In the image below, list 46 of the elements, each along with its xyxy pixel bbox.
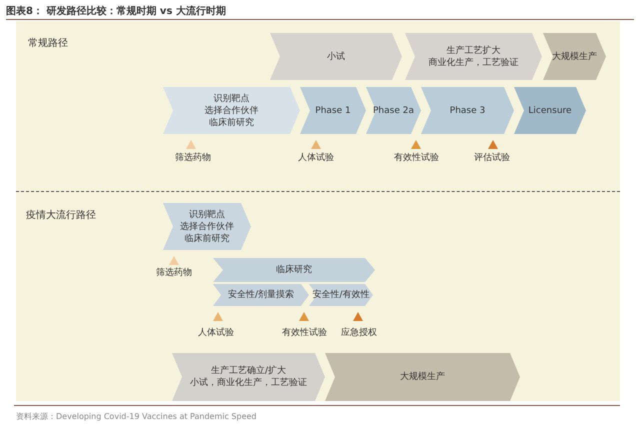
step-label: 识别靶点 xyxy=(214,92,250,104)
step-label: 生产工艺确立/扩大 xyxy=(210,365,286,377)
stage-block xyxy=(300,87,366,134)
step-label: 小试，商业化生产，工艺验证 xyxy=(190,377,307,389)
step-label: 生产工艺扩大 xyxy=(446,44,500,56)
milestone-label: 应急授权 xyxy=(341,326,377,339)
stage-block xyxy=(213,258,375,282)
step-label: 临床研究 xyxy=(276,264,312,276)
step-label: Phase 1 xyxy=(315,104,351,116)
stage-block xyxy=(514,87,586,134)
step-label: 大规模生产 xyxy=(400,371,445,383)
stage-block xyxy=(309,284,373,306)
step-label: 安全性/有效性 xyxy=(312,289,370,301)
stage-block xyxy=(543,33,606,80)
stage-block xyxy=(213,284,309,306)
stage-block xyxy=(366,87,421,134)
step-label: 选择合作伙伴 xyxy=(180,220,234,232)
section-label: 常规路径 xyxy=(28,36,68,50)
stage-block xyxy=(270,33,402,80)
step-label: Licensure xyxy=(528,104,572,116)
step-label: Phase 2a xyxy=(373,104,414,116)
step-label: 大规模生产 xyxy=(552,50,597,62)
section-label: 疫情大流行路径 xyxy=(26,208,96,222)
milestone-label: 人体试验 xyxy=(298,152,334,164)
step-label: 识别靶点 xyxy=(189,208,225,220)
source-note: 资料来源：Developing Covid-19 Vaccines at Pandemic Speed xyxy=(16,411,257,422)
milestone-label: 筛选药物 xyxy=(156,266,192,279)
step-label: 临床前研究 xyxy=(209,116,254,128)
step-label: 安全性/剂量摸索 xyxy=(228,289,294,301)
stage-block xyxy=(163,203,251,250)
stage-block xyxy=(172,353,325,401)
step-label: 临床前研究 xyxy=(184,232,230,244)
step-label: 选择合作伙伴 xyxy=(204,104,258,116)
stage-block xyxy=(421,87,514,134)
milestone-label: 有效性试验 xyxy=(394,152,439,164)
chart-title: 图表8： 研发路径比较：常规时期 vs 大流行时期 xyxy=(6,4,226,18)
milestone-label: 评估试验 xyxy=(474,152,510,164)
milestone-label: 人体试验 xyxy=(198,326,234,339)
step-label: 商业化生产，工艺验证 xyxy=(428,56,518,68)
stage-block xyxy=(405,33,542,80)
stage-block xyxy=(325,353,520,401)
milestone-label: 有效性试验 xyxy=(282,326,327,339)
step-label: 小试 xyxy=(327,50,345,62)
milestone-label: 筛选药物 xyxy=(175,152,211,164)
stage-block xyxy=(163,87,300,134)
step-label: Phase 3 xyxy=(450,104,486,116)
